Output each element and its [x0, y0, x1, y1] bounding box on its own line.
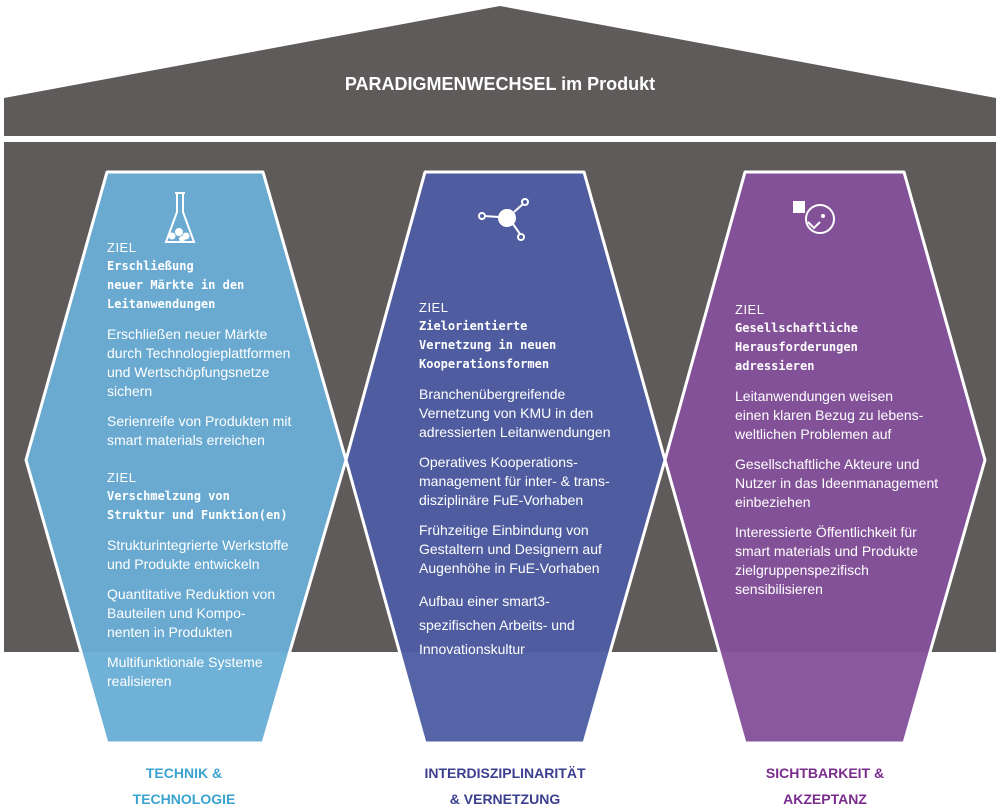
pillar-technik — [24, 170, 348, 745]
pillar-label-technik: TECHNIK & TECHNOLOGIE — [132, 765, 236, 807]
roof-title: PARADIGMENWECHSEL im Produkt — [344, 74, 656, 94]
pillar-sichtbarkeit-text: ZIEL Gesellschaftliche Herausforderungen… — [735, 300, 965, 599]
goal-item: Quantitative Reduktion von Bauteilen und… — [107, 586, 276, 640]
goal-label: ZIEL — [107, 470, 137, 485]
pillar-vernetzung-text: ZIEL Zielorientierte Vernetzung in neuen… — [419, 298, 649, 661]
goal-item: Gesellschaftliche Akteure und Nutzer in … — [735, 456, 939, 510]
goal-heading: Gesellschaftliche Herausforderungen adre… — [735, 321, 858, 373]
goal-heading: Verschmelzung von Struktur und Funktion(… — [107, 489, 288, 522]
goal-item: Operatives Kooperations- management für … — [419, 454, 610, 508]
goal-label: ZIEL — [419, 300, 449, 315]
goal-heading: Zielorientierte Vernetzung in neuen Koop… — [419, 319, 557, 371]
goal-heading: Erschließung neuer Märkte in den Leitanw… — [107, 259, 245, 311]
pillar-vernetzung — [344, 170, 667, 745]
goal-label: ZIEL — [107, 240, 137, 255]
goal-item: Branchenübergreifende Vernetzung von KMU… — [419, 386, 611, 440]
goal-item: Leitanwendungen weisen einen klaren Bezu… — [735, 388, 924, 442]
goal-item: Interessierte Öffentlichkeit für smart m… — [735, 524, 918, 597]
pillar-label-vernetzung: INTERDISZIPLINARITÄT & VERNETZUNG — [424, 765, 586, 807]
goal-item: Serienreife von Produkten mit smart mate… — [107, 413, 292, 448]
pillar-technik-text: ZIEL Erschließung neuer Märkte in den Le… — [107, 238, 317, 691]
goal-label: ZIEL — [735, 302, 765, 317]
roof — [4, 6, 996, 136]
pillar-label-sichtbarkeit: SICHTBARKEIT & AKZEPTANZ — [765, 765, 885, 807]
face-icon — [793, 201, 835, 234]
goal-item: Frühzeitige Einbindung von Gestaltern un… — [419, 522, 602, 576]
network-icon — [478, 198, 529, 241]
goal-item: Aufbau einer smart3- spezifischen Arbeit… — [419, 593, 575, 657]
goal-item: Strukturintegrierte Werkstoffe und Produ… — [107, 537, 289, 572]
flask-icon — [164, 192, 196, 243]
goal-item: Multifunktionale Systeme realisieren — [107, 654, 263, 689]
goal-item: Erschließen neuer Märkte durch Technolog… — [107, 326, 291, 399]
pillar-sichtbarkeit — [663, 170, 987, 745]
